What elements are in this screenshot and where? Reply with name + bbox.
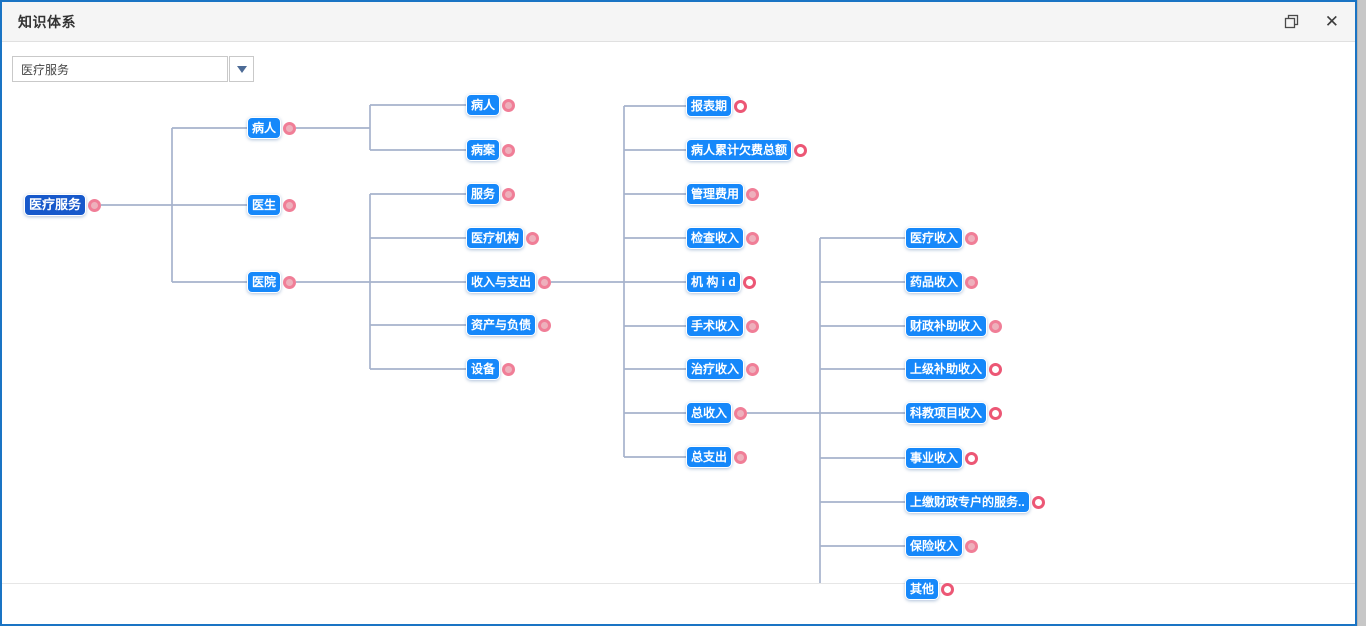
- page-title: 知识体系: [18, 13, 76, 30]
- node-dot-yiyuan[interactable]: [283, 276, 296, 289]
- tree-node-leijiqianfei[interactable]: 病人累计欠费总额: [686, 139, 793, 161]
- tree-node-fuwu[interactable]: 服务: [466, 183, 501, 205]
- tree-node-yisheng[interactable]: 医生: [247, 194, 282, 216]
- node-dot-shebei[interactable]: [502, 363, 515, 376]
- tree-node-guanlifeiyong[interactable]: 管理费用: [686, 183, 745, 205]
- tree-node-qita[interactable]: 其他: [905, 578, 940, 600]
- tree-node-jianchashouru[interactable]: 检查收入: [686, 227, 745, 249]
- tree-node-shangjibuzhu[interactable]: 上级补助收入: [905, 358, 988, 380]
- node-dot-kejiaoxiangmu[interactable]: [989, 407, 1002, 420]
- node-dot-baobiaoqi[interactable]: [734, 100, 747, 113]
- tree-node-shebei[interactable]: 设备: [466, 358, 501, 380]
- tree-node-kejiaoxiangmu[interactable]: 科教项目收入: [905, 402, 988, 424]
- tree-panel: 医疗服务 医疗服务病人医生医院病人病案服务医疗机构收入与支出资产与负债设备报表期…: [2, 42, 1355, 600]
- tree-node-baoxianshouru[interactable]: 保险收入: [905, 535, 964, 557]
- tree-node-baobiaoqi[interactable]: 报表期: [686, 95, 733, 117]
- select-value[interactable]: 医疗服务: [12, 56, 228, 82]
- node-dot-zongzhichu[interactable]: [734, 451, 747, 464]
- node-dot-shouruyuzhichu[interactable]: [538, 276, 551, 289]
- node-dot-jigouid[interactable]: [743, 276, 756, 289]
- node-dot-yiliaofuwu[interactable]: [88, 199, 101, 212]
- node-dot-yiliaojigou[interactable]: [526, 232, 539, 245]
- tree-node-yaopinshouru[interactable]: 药品收入: [905, 271, 964, 293]
- node-dot-shoushushouru[interactable]: [746, 320, 759, 333]
- tree-node-yiliaofuwu[interactable]: 医疗服务: [24, 194, 87, 216]
- tree-node-shouruyuzhichu[interactable]: 收入与支出: [466, 271, 537, 293]
- node-dot-zichanyufuzhai[interactable]: [538, 319, 551, 332]
- node-dot-fuwu[interactable]: [502, 188, 515, 201]
- knowledge-tree-select: 医疗服务: [12, 56, 254, 82]
- tree-node-zongshouru[interactable]: 总收入: [686, 402, 733, 424]
- caret-down-icon: [236, 65, 247, 73]
- tree-node-zichanyufuzhai[interactable]: 资产与负债: [466, 314, 537, 336]
- tree-node-yiliaojigou[interactable]: 医疗机构: [466, 227, 525, 249]
- restore-icon[interactable]: [1284, 14, 1299, 29]
- tree-node-yiliaoshouru[interactable]: 医疗收入: [905, 227, 964, 249]
- node-dot-baoxianshouru[interactable]: [965, 540, 978, 553]
- node-dot-zhiliaoshouru[interactable]: [746, 363, 759, 376]
- node-dot-guanlifeiyong[interactable]: [746, 188, 759, 201]
- tree-node-bingren-1[interactable]: 病人: [247, 117, 282, 139]
- tree-node-yiyuan[interactable]: 医院: [247, 271, 282, 293]
- node-dot-yiliaoshouru[interactable]: [965, 232, 978, 245]
- tree-node-caizhengbuzhu[interactable]: 财政补助收入: [905, 315, 988, 337]
- tree-node-shangjiaocaizheng[interactable]: 上缴财政专户的服务..: [905, 491, 1030, 513]
- node-dot-bingren-2[interactable]: [502, 99, 515, 112]
- node-dot-shangjibuzhu[interactable]: [989, 363, 1002, 376]
- node-dot-yaopinshouru[interactable]: [965, 276, 978, 289]
- footer-strip: [2, 584, 1355, 624]
- tree-node-bingan[interactable]: 病案: [466, 139, 501, 161]
- tree-node-shoushushouru[interactable]: 手术收入: [686, 315, 745, 337]
- node-dot-shangjiaocaizheng[interactable]: [1032, 496, 1045, 509]
- tree-canvas: 医疗服务病人医生医院病人病案服务医疗机构收入与支出资产与负债设备报表期病人累计欠…: [2, 42, 1355, 600]
- node-dot-bingan[interactable]: [502, 144, 515, 157]
- node-dot-yisheng[interactable]: [283, 199, 296, 212]
- node-dot-zongshouru[interactable]: [734, 407, 747, 420]
- select-dropdown-button[interactable]: [229, 56, 254, 82]
- tree-node-zhiliaoshouru[interactable]: 治疗收入: [686, 358, 745, 380]
- node-dot-caizhengbuzhu[interactable]: [989, 320, 1002, 333]
- tree-node-jigouid[interactable]: 机 构 i d: [686, 271, 741, 293]
- tree-node-bingren-2[interactable]: 病人: [466, 94, 501, 116]
- title-bar: 知识体系 ✕: [2, 2, 1355, 42]
- tree-node-zongzhichu[interactable]: 总支出: [686, 446, 733, 468]
- node-dot-bingren-1[interactable]: [283, 122, 296, 135]
- tree-edges: [101, 104, 905, 583]
- vertical-scrollbar[interactable]: [1357, 0, 1366, 626]
- tree-node-shiyeshouru[interactable]: 事业收入: [905, 447, 964, 469]
- node-dot-qita[interactable]: [941, 583, 954, 596]
- close-icon[interactable]: ✕: [1324, 12, 1339, 31]
- node-dot-shiyeshouru[interactable]: [965, 452, 978, 465]
- node-dot-leijiqianfei[interactable]: [794, 144, 807, 157]
- node-dot-jianchashouru[interactable]: [746, 232, 759, 245]
- window-controls: ✕: [1284, 13, 1339, 30]
